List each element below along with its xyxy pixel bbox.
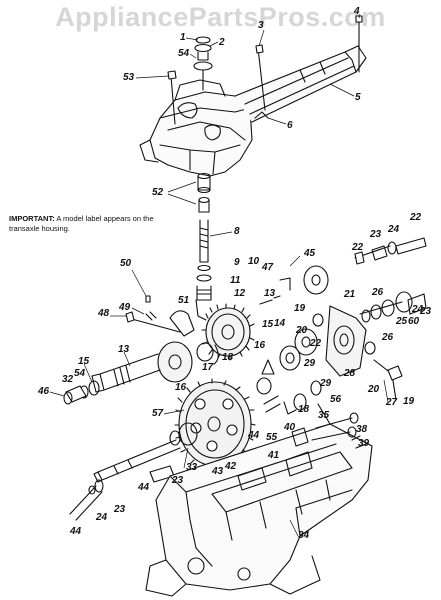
callout-54: 54 [178, 48, 190, 59]
callout-34: 34 [298, 530, 310, 541]
callout-22: 22 [409, 212, 422, 223]
callout-25: 25 [395, 316, 408, 327]
callout-9: 9 [234, 257, 240, 268]
callout-29: 29 [303, 358, 316, 369]
callout-47: 47 [261, 262, 274, 273]
callout-44: 44 [247, 430, 260, 441]
callout-24: 24 [411, 304, 424, 315]
callout-18: 18 [298, 404, 310, 415]
callout-51: 51 [178, 295, 190, 306]
callout-50: 50 [120, 258, 132, 269]
callout-8: 8 [234, 226, 240, 237]
callout-23: 23 [369, 229, 382, 240]
callout-57: 57 [152, 408, 164, 419]
callout-22: 22 [309, 338, 322, 349]
callout-45: 45 [303, 248, 316, 259]
shift-parts [125, 295, 207, 337]
callout-39: 39 [358, 438, 370, 449]
callout-19: 19 [403, 396, 415, 407]
bevel-gear [196, 303, 255, 365]
callout-55: 55 [266, 432, 278, 443]
callout-49: 49 [118, 302, 131, 313]
callout-13: 13 [264, 288, 276, 299]
callout-56: 56 [330, 394, 342, 405]
callout-29: 29 [319, 378, 332, 389]
callout-13: 13 [118, 344, 130, 355]
callout-23: 23 [171, 475, 184, 486]
callout-5: 5 [355, 92, 361, 103]
callout-33: 33 [186, 462, 198, 473]
callout-4: 4 [353, 6, 360, 17]
callout-26: 26 [381, 332, 394, 343]
callout-21: 21 [343, 289, 356, 300]
upper-housing [139, 15, 367, 177]
right-output-parts [256, 237, 427, 415]
callout-16: 16 [254, 340, 266, 351]
callout-20: 20 [367, 384, 380, 395]
callout-14: 14 [274, 318, 286, 329]
callout-43: 43 [211, 466, 224, 477]
callout-28: 28 [343, 368, 356, 379]
callout-18: 18 [222, 352, 234, 363]
callout-19: 19 [294, 303, 306, 314]
callout-2: 2 [218, 37, 225, 48]
callout-26: 26 [371, 287, 384, 298]
callout-16: 16 [175, 382, 187, 393]
callout-15: 15 [78, 356, 90, 367]
callout-35: 35 [318, 410, 330, 421]
callout-53: 53 [123, 72, 135, 83]
callout-17: 17 [202, 362, 214, 373]
left-axle-gear [63, 341, 193, 405]
callout-42: 42 [224, 461, 237, 472]
callout-10: 10 [248, 256, 260, 267]
callout-38: 38 [356, 424, 368, 435]
note-text: A model label appears on the transaxle h… [9, 214, 154, 233]
callout-44: 44 [69, 526, 82, 537]
callout-27: 27 [385, 397, 398, 408]
pinion-shaft [196, 172, 212, 301]
leader-lines [49, 13, 389, 537]
callout-40: 40 [283, 422, 296, 433]
callout-22: 22 [351, 242, 364, 253]
callout-60: 60 [408, 316, 420, 327]
callout-52: 52 [152, 187, 164, 198]
large-gear [169, 378, 256, 470]
callout-23: 23 [113, 504, 126, 515]
lower-housing [145, 403, 373, 597]
callout-46: 46 [37, 386, 50, 397]
callout-24: 24 [95, 512, 108, 523]
callout-20: 20 [295, 325, 308, 336]
callout-15: 15 [262, 319, 274, 330]
callout-labels: 4 3 1 2 54 53 5 6 52 8 22 24 23 22 45 9 … [37, 6, 432, 541]
important-note: IMPORTANT: A model label appears on the … [9, 214, 159, 234]
watermark: AppliancePartsPros.com [55, 2, 386, 32]
callout-41: 41 [267, 450, 280, 461]
callout-23: 23 [419, 306, 432, 317]
callout-11: 11 [230, 275, 241, 286]
callout-3: 3 [258, 20, 264, 31]
callout-32: 32 [62, 374, 74, 385]
callout-12: 12 [234, 288, 246, 299]
callout-6: 6 [287, 120, 293, 131]
callout-1: 1 [180, 32, 186, 43]
callout-54: 54 [74, 368, 86, 379]
note-prefix: IMPORTANT: [9, 214, 55, 223]
callout-48: 48 [97, 308, 110, 319]
callout-44: 44 [137, 482, 150, 493]
callout-24: 24 [387, 224, 400, 235]
